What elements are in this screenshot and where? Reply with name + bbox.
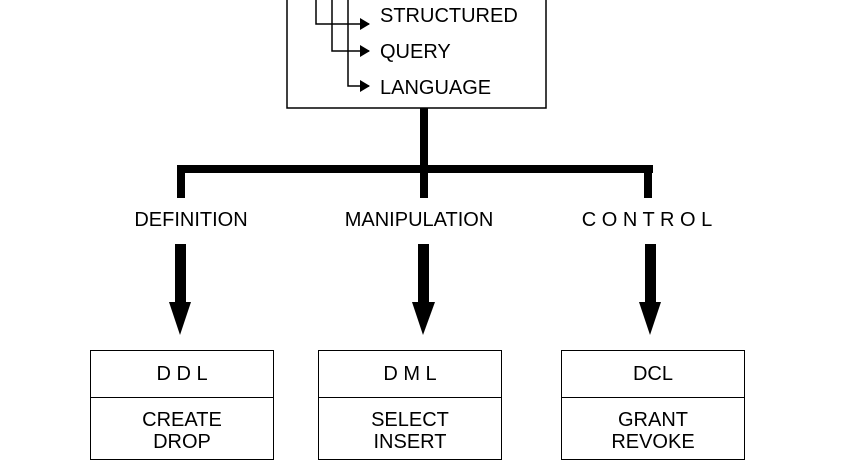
sql-word-query: QUERY (380, 41, 451, 63)
dcl-box: DCL GRANT REVOKE (561, 350, 745, 460)
dml-command-list: SELECT INSERT (319, 409, 501, 453)
sql-bracket-lines (315, 0, 370, 92)
dcl-command-revoke: REVOKE (611, 431, 695, 453)
dml-box: D M L SELECT INSERT (318, 350, 502, 460)
sql-box (286, 0, 547, 109)
sql-categories-diagram: STRUCTURED QUERY LANGUAGE DEFINITION MAN… (90, 0, 745, 460)
ddl-command-create: CREATE (142, 409, 222, 431)
dcl-command-list: GRANT REVOKE (562, 409, 744, 453)
category-label-control: C O N T R O L (581, 209, 713, 231)
ddl-command-list: CREATE DROP (91, 409, 273, 453)
dcl-command-grant: GRANT (618, 409, 688, 431)
tree-connectors (177, 108, 653, 198)
down-arrows (169, 244, 661, 335)
sql-word-structured: STRUCTURED (380, 5, 518, 27)
dml-box-title: D M L (319, 351, 501, 398)
connector-lines (169, 0, 661, 335)
ddl-command-drop: DROP (153, 431, 211, 453)
ddl-box: D D L CREATE DROP (90, 350, 274, 460)
dml-command-select: SELECT (371, 409, 449, 431)
category-label-manipulation: MANIPULATION (344, 209, 494, 231)
dcl-box-title: DCL (562, 351, 744, 398)
sql-word-language: LANGUAGE (380, 77, 492, 99)
category-label-definition: DEFINITION (134, 209, 248, 231)
ddl-box-title: D D L (91, 351, 273, 398)
dml-command-insert: INSERT (373, 431, 447, 453)
